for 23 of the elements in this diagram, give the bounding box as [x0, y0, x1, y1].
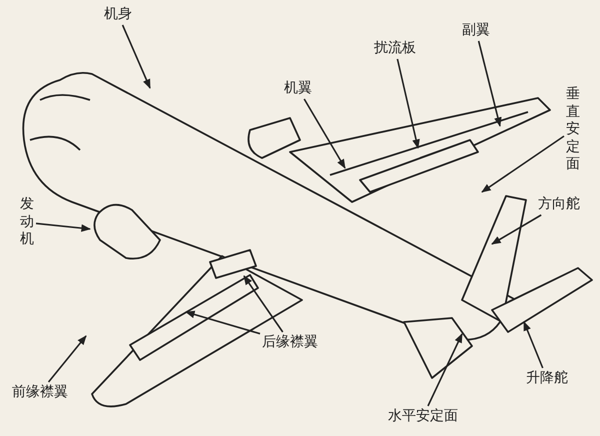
leader-line [48, 335, 87, 382]
leader-line [243, 275, 284, 332]
leader-line [122, 24, 151, 89]
leader-line [523, 321, 544, 368]
part-label: 前缘襟翼 [12, 384, 68, 401]
leader-line [427, 333, 463, 406]
leader-line [481, 135, 564, 193]
part-label: 副翼 [462, 22, 490, 39]
leader-line [396, 58, 420, 149]
leader-line [304, 98, 346, 169]
part-label: 方向舵 [538, 196, 580, 213]
part-label: 机翼 [284, 80, 312, 97]
part-label: 水平安定面 [388, 408, 458, 425]
part-label: 扰流板 [374, 40, 416, 57]
part-label: 后缘襟翼 [262, 334, 318, 351]
leader-line [36, 222, 91, 232]
leader-line [185, 310, 260, 334]
part-label: 机身 [104, 6, 132, 23]
part-label: 发动机 [20, 196, 34, 248]
leader-line [491, 214, 542, 245]
part-label: 垂直安定面 [566, 86, 580, 174]
part-label: 升降舵 [526, 370, 568, 387]
leader-line [478, 40, 502, 127]
